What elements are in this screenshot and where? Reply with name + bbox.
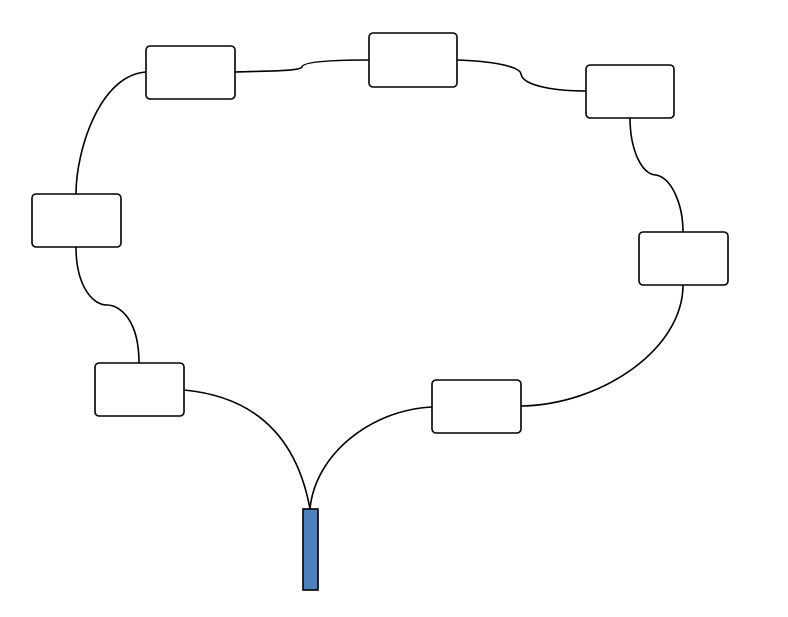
- connector-n1-n2: [75, 246, 140, 364]
- node-box-n3: [145, 45, 236, 100]
- root-bar: [302, 508, 319, 591]
- connector-n3-n4: [234, 59, 370, 73]
- connector-n7-root: [309, 406, 433, 510]
- connector-n2-n3: [75, 71, 147, 195]
- node-box-n6: [638, 231, 729, 286]
- node-box-n7: [431, 379, 522, 434]
- connector-root-n1: [183, 389, 311, 510]
- node-box-n2: [31, 193, 122, 248]
- node-group: [31, 32, 729, 591]
- node-box-n5: [585, 64, 675, 119]
- connector-group: [75, 59, 684, 510]
- connector-n4-n5: [456, 59, 587, 92]
- node-box-n1: [94, 362, 185, 417]
- connector-n5-n6: [629, 117, 684, 233]
- node-box-n4: [368, 32, 458, 88]
- connector-n6-n7: [520, 284, 684, 407]
